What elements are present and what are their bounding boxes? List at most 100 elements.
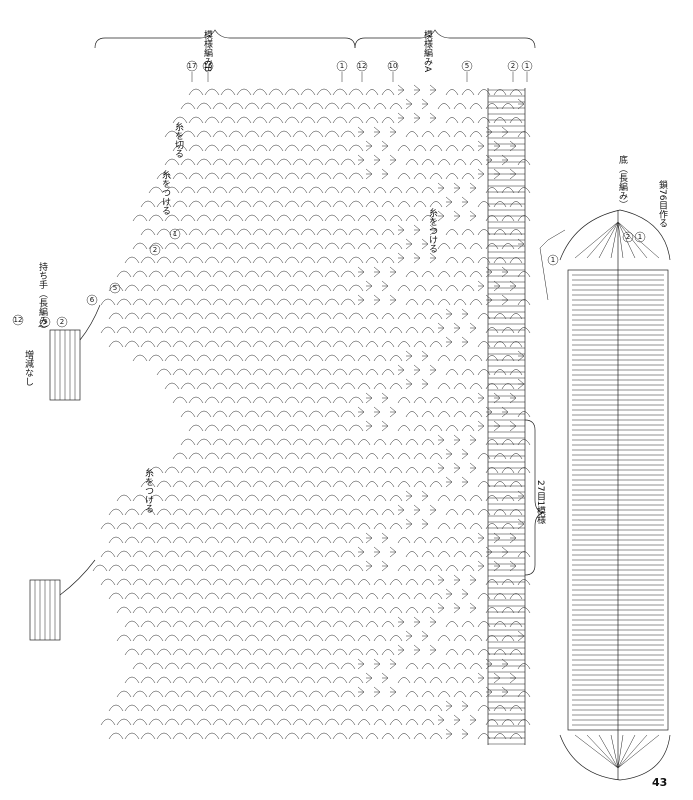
chain-arc xyxy=(413,397,427,404)
chain-arc xyxy=(220,564,236,572)
chain-arc xyxy=(397,285,411,292)
shell-stitch xyxy=(461,448,469,460)
chain-arc xyxy=(148,690,164,698)
chain-arc xyxy=(156,480,172,488)
chain-arc xyxy=(485,467,499,474)
chain-arc xyxy=(164,466,180,474)
chain-arc xyxy=(124,312,140,320)
chain-arc xyxy=(156,312,172,320)
chain-arc xyxy=(501,635,515,642)
pattern-a-label: 模様編みA xyxy=(422,30,433,73)
chain-arc xyxy=(108,592,124,600)
chain-arc xyxy=(405,663,419,670)
chain-arc xyxy=(340,410,356,418)
chain-arc xyxy=(397,397,411,404)
chain-arc xyxy=(276,326,292,334)
chain-arc xyxy=(156,340,172,348)
chain-arc xyxy=(461,537,475,544)
chain-arc xyxy=(220,424,236,432)
chain-arc xyxy=(316,396,332,404)
chain-arc xyxy=(340,298,356,306)
attach-yarn-label-1: 糸をつける xyxy=(160,169,171,215)
chain-arc xyxy=(124,340,140,348)
chain-arc xyxy=(389,383,403,390)
chain-arc xyxy=(485,327,499,334)
chain-arc xyxy=(340,270,356,278)
shell-stitch xyxy=(365,420,373,432)
shell-stitch xyxy=(429,644,437,656)
chain-arc xyxy=(188,536,204,544)
chain-arc xyxy=(156,564,172,572)
chain-arc xyxy=(397,705,411,712)
chain-arc xyxy=(204,452,220,460)
chain-arc xyxy=(140,536,156,544)
shell-stitch xyxy=(461,476,469,488)
chain-arc xyxy=(180,354,196,362)
base-fan-stitch xyxy=(586,221,619,259)
chain-arc xyxy=(413,173,427,180)
chain-arc xyxy=(188,564,204,572)
chain-arc xyxy=(108,732,124,740)
shell-stitch xyxy=(397,84,405,96)
chain-arc xyxy=(445,537,459,544)
shell-stitch xyxy=(469,462,477,474)
chain-arc xyxy=(252,676,268,684)
shell-stitch xyxy=(381,392,389,404)
chain-arc xyxy=(268,88,284,96)
chain-arc xyxy=(509,117,523,124)
chain-arc xyxy=(348,536,364,544)
chain-arc xyxy=(324,522,340,530)
handle-markers: 12 3 2 6 5 xyxy=(12,282,121,328)
chain-arc xyxy=(292,186,308,194)
shell-stitch xyxy=(453,574,461,586)
chain-arc xyxy=(477,201,491,208)
chain-arc xyxy=(116,578,132,586)
shell-stitch xyxy=(373,546,381,558)
chain-arc xyxy=(493,733,507,740)
chain-arc xyxy=(276,382,292,390)
chain-arc xyxy=(493,705,507,712)
chain-arc xyxy=(429,201,443,208)
shell-stitch xyxy=(365,672,373,684)
chain-arc xyxy=(453,271,467,278)
chain-arc xyxy=(140,256,156,264)
page-number: 43 xyxy=(652,776,667,789)
chain-arc xyxy=(196,298,212,306)
chain-arc xyxy=(196,242,212,250)
chain-arc xyxy=(292,326,308,334)
chain-arc xyxy=(188,648,204,656)
chain-arc xyxy=(316,620,332,628)
chain-arc xyxy=(348,116,364,124)
chain-arc xyxy=(196,606,212,614)
chain-arc xyxy=(252,424,268,432)
chain-arc xyxy=(268,536,284,544)
chain-arc xyxy=(124,676,140,684)
chain-arc xyxy=(477,369,491,376)
chain-arc xyxy=(332,704,348,712)
chain-arc xyxy=(212,690,228,698)
chain-arc xyxy=(332,452,348,460)
chain-arc xyxy=(501,467,515,474)
row-marker-12: 12 xyxy=(358,62,367,70)
chain-arc xyxy=(517,327,531,334)
chain-arc xyxy=(332,144,348,152)
chain-arc xyxy=(477,453,491,460)
shell-stitch xyxy=(357,406,365,418)
chain-arc xyxy=(164,158,180,166)
chain-arc xyxy=(332,676,348,684)
chain-arc xyxy=(284,200,300,208)
chain-arc xyxy=(228,466,244,474)
chain-arc xyxy=(453,411,467,418)
chain-arc xyxy=(220,312,236,320)
shell-stitch xyxy=(421,630,429,642)
bottom-marker-2: 2 xyxy=(626,233,630,241)
chain-arc xyxy=(164,578,180,586)
chain-arc xyxy=(292,354,308,362)
chain-arc xyxy=(220,172,236,180)
chain-arc xyxy=(381,593,395,600)
chain-arc xyxy=(445,397,459,404)
chain-arc xyxy=(477,89,491,96)
chain-arc xyxy=(260,298,276,306)
chain-arc xyxy=(252,704,268,712)
chain-arc xyxy=(332,284,348,292)
